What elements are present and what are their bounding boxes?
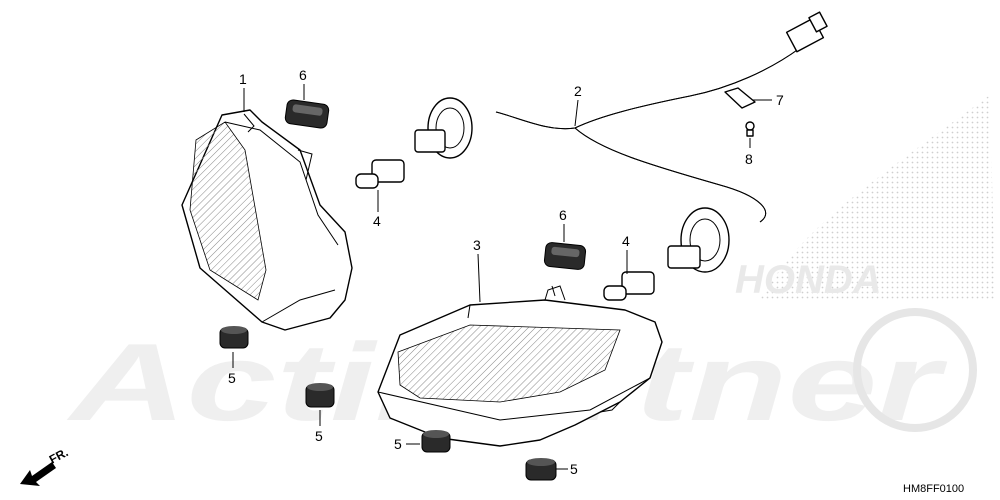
callout-label: 5 bbox=[570, 461, 578, 477]
grommet-5c[interactable] bbox=[421, 430, 451, 453]
callout-5d: 5 bbox=[556, 461, 578, 477]
callout-label: 3 bbox=[473, 237, 481, 253]
callout-label: 8 bbox=[745, 151, 753, 167]
headlight-right[interactable] bbox=[377, 285, 663, 447]
watermark-brand: HONDA bbox=[735, 258, 882, 302]
callout-5a: 5 bbox=[228, 352, 236, 386]
callout-3: 3 bbox=[473, 237, 481, 303]
callout-2: 2 bbox=[574, 83, 582, 127]
callout-7: 7 bbox=[752, 92, 784, 108]
callout-6b: 6 bbox=[559, 207, 567, 242]
callout-5c: 5 bbox=[394, 436, 420, 452]
callout-label: 7 bbox=[776, 92, 784, 108]
callout-label: 5 bbox=[228, 370, 236, 386]
honda-wing-logo bbox=[760, 95, 995, 300]
screw-8[interactable] bbox=[745, 121, 755, 137]
bulb-lower[interactable] bbox=[603, 271, 655, 301]
callout-1: 1 bbox=[239, 71, 247, 112]
callout-label: 5 bbox=[394, 436, 402, 452]
grommet-5d[interactable] bbox=[525, 458, 557, 481]
callout-label: 4 bbox=[622, 233, 630, 249]
callout-label: 6 bbox=[559, 207, 567, 223]
callout-8: 8 bbox=[745, 138, 753, 167]
diagram-code: HM8FF0100 bbox=[903, 483, 964, 495]
callout-4a: 4 bbox=[373, 190, 381, 229]
callout-label: 5 bbox=[315, 428, 323, 444]
callout-5b: 5 bbox=[315, 410, 323, 444]
callout-label: 1 bbox=[239, 71, 247, 87]
grommet-5b[interactable] bbox=[305, 383, 335, 408]
callout-4b: 4 bbox=[622, 233, 630, 274]
front-direction-indicator: FR. bbox=[20, 445, 70, 486]
wire-harness[interactable] bbox=[414, 11, 828, 273]
bulb-upper[interactable] bbox=[355, 159, 405, 189]
callout-label: 4 bbox=[373, 213, 381, 229]
pad-6b[interactable] bbox=[543, 242, 587, 270]
callout-label: 6 bbox=[299, 67, 307, 83]
watermark-wheel bbox=[853, 308, 977, 432]
callout-6a: 6 bbox=[299, 67, 307, 100]
clip-7[interactable] bbox=[724, 87, 756, 109]
pad-6a[interactable] bbox=[284, 99, 330, 129]
front-arrow-icon bbox=[20, 462, 56, 486]
grommet-5a[interactable] bbox=[219, 326, 249, 349]
callout-label: 2 bbox=[574, 83, 582, 99]
headlight-left[interactable] bbox=[181, 109, 353, 331]
